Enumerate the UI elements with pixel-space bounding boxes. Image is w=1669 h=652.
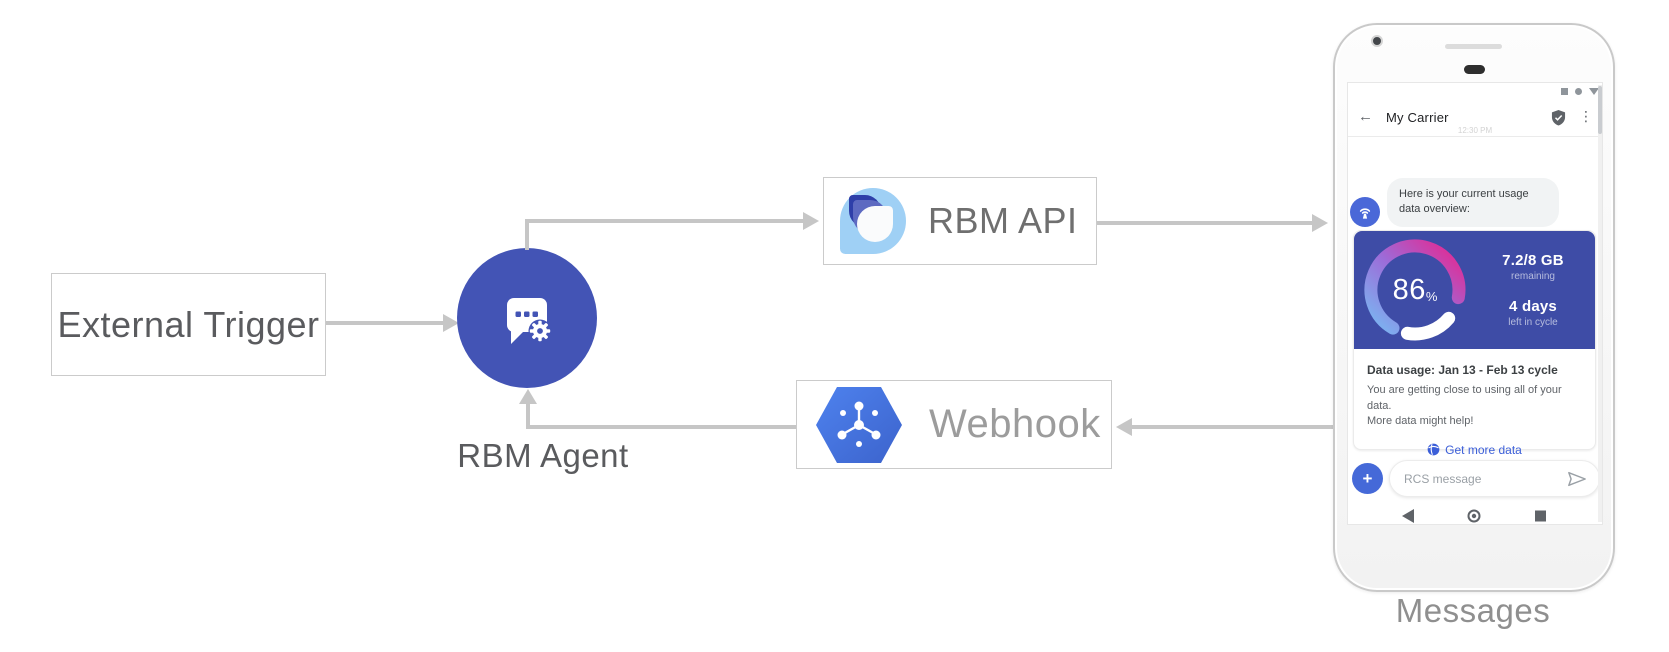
gauge-value: 86 % — [1363, 238, 1467, 342]
rcs-message-input[interactable] — [1402, 470, 1567, 487]
usage-card-text-line2: More data might help! — [1367, 415, 1474, 427]
chat-bubble-line1: Here is your current usage — [1399, 188, 1529, 200]
usage-card-text-line1: You are getting close to using all of yo… — [1367, 384, 1562, 412]
arrowhead-agent-to-api — [803, 212, 819, 230]
scrollbar-thumb[interactable] — [1598, 86, 1602, 134]
arrow-line-phone-to-webhook — [1132, 425, 1333, 429]
broadcast-tower-icon — [1359, 208, 1371, 219]
rbm-api-logo-icon — [840, 188, 906, 254]
usage-gauge — [1364, 239, 1466, 341]
usage-card-hero: 86 % 7.2/8 GB remaining 4 days left in c… — [1354, 231, 1595, 349]
send-icon[interactable] — [1567, 471, 1587, 487]
nav-back-button[interactable] — [1402, 509, 1414, 523]
status-square-icon — [1561, 88, 1568, 95]
stat-remaining-label: remaining — [1511, 271, 1555, 282]
header-divider — [1348, 136, 1602, 137]
usage-card: 86 % 7.2/8 GB remaining 4 days left in c… — [1353, 230, 1596, 457]
status-circle-icon — [1575, 88, 1582, 95]
agent-avatar — [1350, 197, 1380, 227]
gauge-percent: 86 — [1392, 273, 1426, 306]
arrowhead-external-to-agent — [443, 314, 459, 332]
overflow-menu-icon[interactable]: ⋮ — [1579, 108, 1593, 124]
chat-bubble-line2: data overview: — [1399, 203, 1470, 215]
external-trigger-label: External Trigger — [57, 303, 320, 345]
nav-home-button[interactable] — [1467, 509, 1481, 523]
android-navbar — [1402, 509, 1546, 523]
speaker-pill — [1464, 65, 1485, 74]
webhook-box: Webhook — [796, 380, 1112, 469]
stat-days-value: 4 days — [1509, 298, 1557, 315]
earpiece-speaker — [1445, 44, 1502, 49]
arrowhead-phone-to-webhook — [1116, 418, 1132, 436]
pubsub-hexagon-icon — [816, 386, 902, 463]
webhook-label: Webhook — [929, 402, 1101, 446]
arrow-line-api-to-phone — [1097, 221, 1313, 225]
usage-stats: 7.2/8 GB remaining 4 days left in cycle — [1476, 231, 1590, 349]
phone-mockup: ← My Carrier ⋮ 12:30 PM Here is your cur… — [1333, 23, 1615, 592]
conversation-title: My Carrier — [1386, 110, 1449, 125]
stat-days-label: left in cycle — [1508, 317, 1558, 328]
status-triangle-icon — [1589, 88, 1599, 95]
phone-caption: Messages — [1395, 592, 1551, 629]
rbm-agent-label: RBM Agent — [457, 437, 629, 474]
arrow-line-agent-up — [525, 219, 529, 250]
stat-remaining-value: 7.2/8 GB — [1502, 252, 1564, 269]
gauge-percent-sign: % — [1425, 288, 1438, 304]
arrowhead-api-to-phone — [1312, 214, 1328, 232]
chat-bubble: Here is your current usage data overview… — [1387, 178, 1559, 227]
rbm-api-label: RBM API — [928, 200, 1078, 241]
attach-plus-button[interactable]: + — [1352, 463, 1383, 494]
verified-shield-icon — [1551, 110, 1566, 126]
arrow-line-webhook-to-agent — [528, 425, 796, 429]
rbm-api-box: RBM API — [823, 177, 1097, 265]
scrollbar-track[interactable] — [1598, 85, 1602, 522]
usage-card-body: Data usage: Jan 13 - Feb 13 cycle You ar… — [1354, 349, 1595, 457]
globe-icon — [1427, 443, 1440, 456]
rbm-logo-white-drop — [857, 206, 893, 242]
phone-screen: ← My Carrier ⋮ 12:30 PM Here is your cur… — [1347, 82, 1603, 525]
back-arrow-icon[interactable]: ← — [1358, 108, 1373, 125]
rbm-agent-node — [457, 248, 597, 388]
usage-card-title: Data usage: Jan 13 - Feb 13 cycle — [1367, 363, 1558, 377]
arrow-line-agent-to-api — [525, 219, 805, 223]
message-composer — [1389, 460, 1600, 497]
get-more-data-link[interactable]: Get more data — [1367, 443, 1582, 457]
chat-gear-icon — [507, 298, 552, 344]
get-more-data-label: Get more data — [1445, 442, 1522, 457]
arrowhead-webhook-to-agent — [519, 389, 537, 404]
front-camera — [1371, 35, 1383, 47]
arrow-line-agent-return-up — [526, 403, 530, 429]
message-timestamp: 12:30 PM — [1457, 126, 1493, 135]
external-trigger-box: External Trigger — [51, 273, 326, 376]
arrow-line-external-to-agent — [326, 321, 444, 325]
plus-icon: + — [1362, 468, 1373, 488]
nav-recents-button[interactable] — [1535, 510, 1546, 522]
